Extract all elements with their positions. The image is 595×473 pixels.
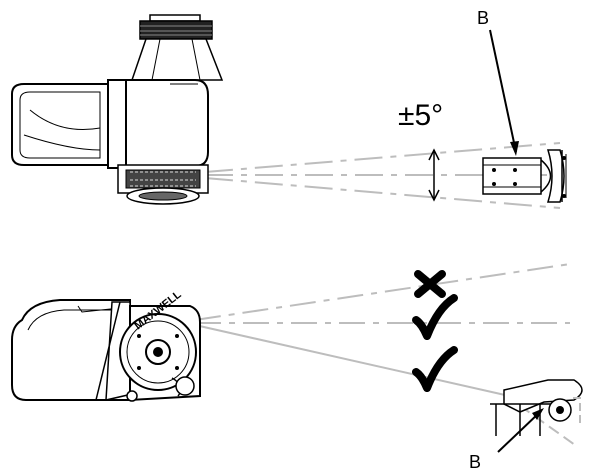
windlass-body-top: [11, 79, 209, 169]
pointer-arrow-bottom: [497, 408, 544, 453]
top-guide-lines: [204, 142, 561, 209]
bow-roller-top: [482, 149, 567, 203]
bow-roller-side: [490, 379, 583, 436]
check-icon-middle: [412, 294, 458, 340]
pointer-arrow-top: [489, 29, 519, 156]
gypsy-top: [117, 164, 209, 205]
side-view: MAXWELL cross check check: [11, 263, 583, 472]
cross-icon: [414, 270, 446, 298]
label-b-bottom: B: [469, 452, 481, 472]
side-guide-lines: [194, 263, 576, 446]
check-icon-bottom: [412, 346, 458, 392]
capstan-drum: [130, 14, 224, 81]
angle-label: ±5°: [398, 99, 443, 132]
label-b-top: B: [477, 8, 489, 28]
angle-arrow: [428, 148, 440, 202]
top-view: ±5° B: [11, 8, 567, 209]
